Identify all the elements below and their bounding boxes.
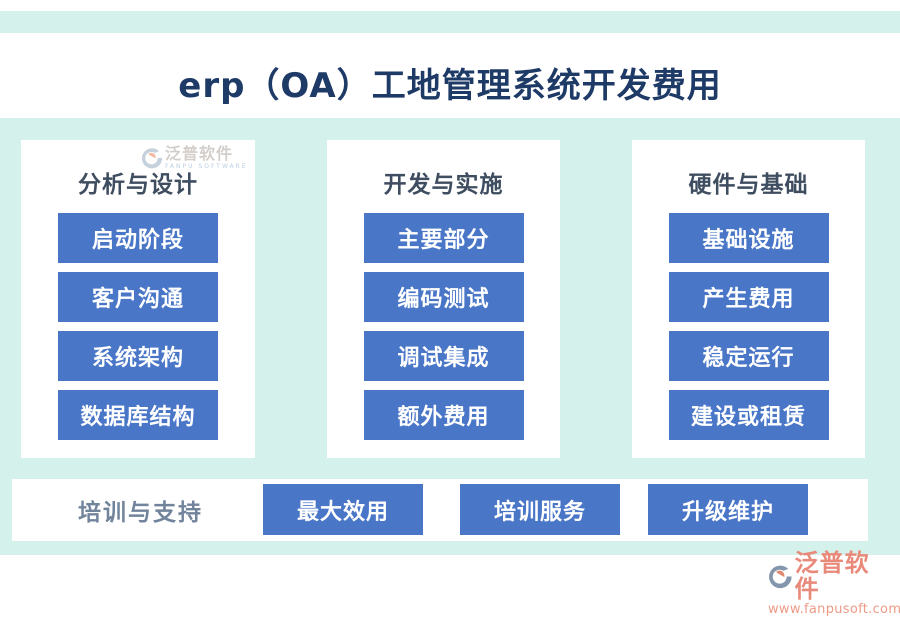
column-hardware-infrastructure: 硬件与基础 基础设施 产生费用 稳定运行 建设或租赁	[632, 140, 865, 458]
page-title: erp（OA）工地管理系统开发费用	[178, 66, 722, 106]
column-development-implementation: 开发与实施 主要部分 编码测试 调试集成 额外费用	[327, 140, 560, 458]
item-button-max-utility[interactable]: 最大效用	[263, 484, 423, 535]
watermark-brand: 泛普软件	[165, 144, 234, 163]
item-button-debug-integration[interactable]: 调试集成	[363, 331, 524, 381]
item-button-system-architecture[interactable]: 系统架构	[58, 331, 218, 381]
column-header-development-implementation: 开发与实施	[383, 172, 504, 198]
footer-brand-name: 泛普软件	[794, 549, 870, 603]
column-header-hardware-infrastructure: 硬件与基础	[688, 172, 809, 198]
item-button-build-or-lease[interactable]: 建设或租赁	[668, 390, 829, 440]
fanpu-logo-icon	[769, 565, 792, 588]
item-button-incurred-costs[interactable]: 产生费用	[668, 272, 829, 322]
item-button-training-service[interactable]: 培训服务	[460, 484, 620, 535]
item-button-extra-costs[interactable]: 额外费用	[363, 390, 524, 440]
training-support-label: 培训与支持	[78, 500, 203, 526]
item-button-client-communication[interactable]: 客户沟通	[58, 272, 218, 322]
item-button-main-part[interactable]: 主要部分	[363, 213, 524, 263]
item-button-upgrade-maintenance[interactable]: 升级维护	[648, 484, 808, 535]
top-accent-bar	[0, 11, 900, 33]
item-button-infrastructure[interactable]: 基础设施	[668, 213, 829, 263]
item-button-startup-phase[interactable]: 启动阶段	[58, 213, 218, 263]
column-header-analysis-design: 分析与设计	[78, 172, 198, 198]
column-analysis-design: 泛普软件 FANPU SOFTWARE 分析与设计 启动阶段 客户沟通 系统架构…	[21, 140, 255, 458]
footer-url: www.fanpusoft.com	[768, 602, 900, 617]
item-button-database-structure[interactable]: 数据库结构	[58, 390, 218, 440]
footer-brand-row: 泛普软件	[768, 550, 893, 602]
item-button-coding-testing[interactable]: 编码测试	[363, 272, 524, 322]
fanpu-footer-logo: 泛普软件 www.fanpusoft.com	[768, 550, 900, 618]
item-button-stable-operation[interactable]: 稳定运行	[668, 331, 829, 381]
training-support-row: 培训与支持 最大效用 培训服务 升级维护	[12, 479, 868, 541]
